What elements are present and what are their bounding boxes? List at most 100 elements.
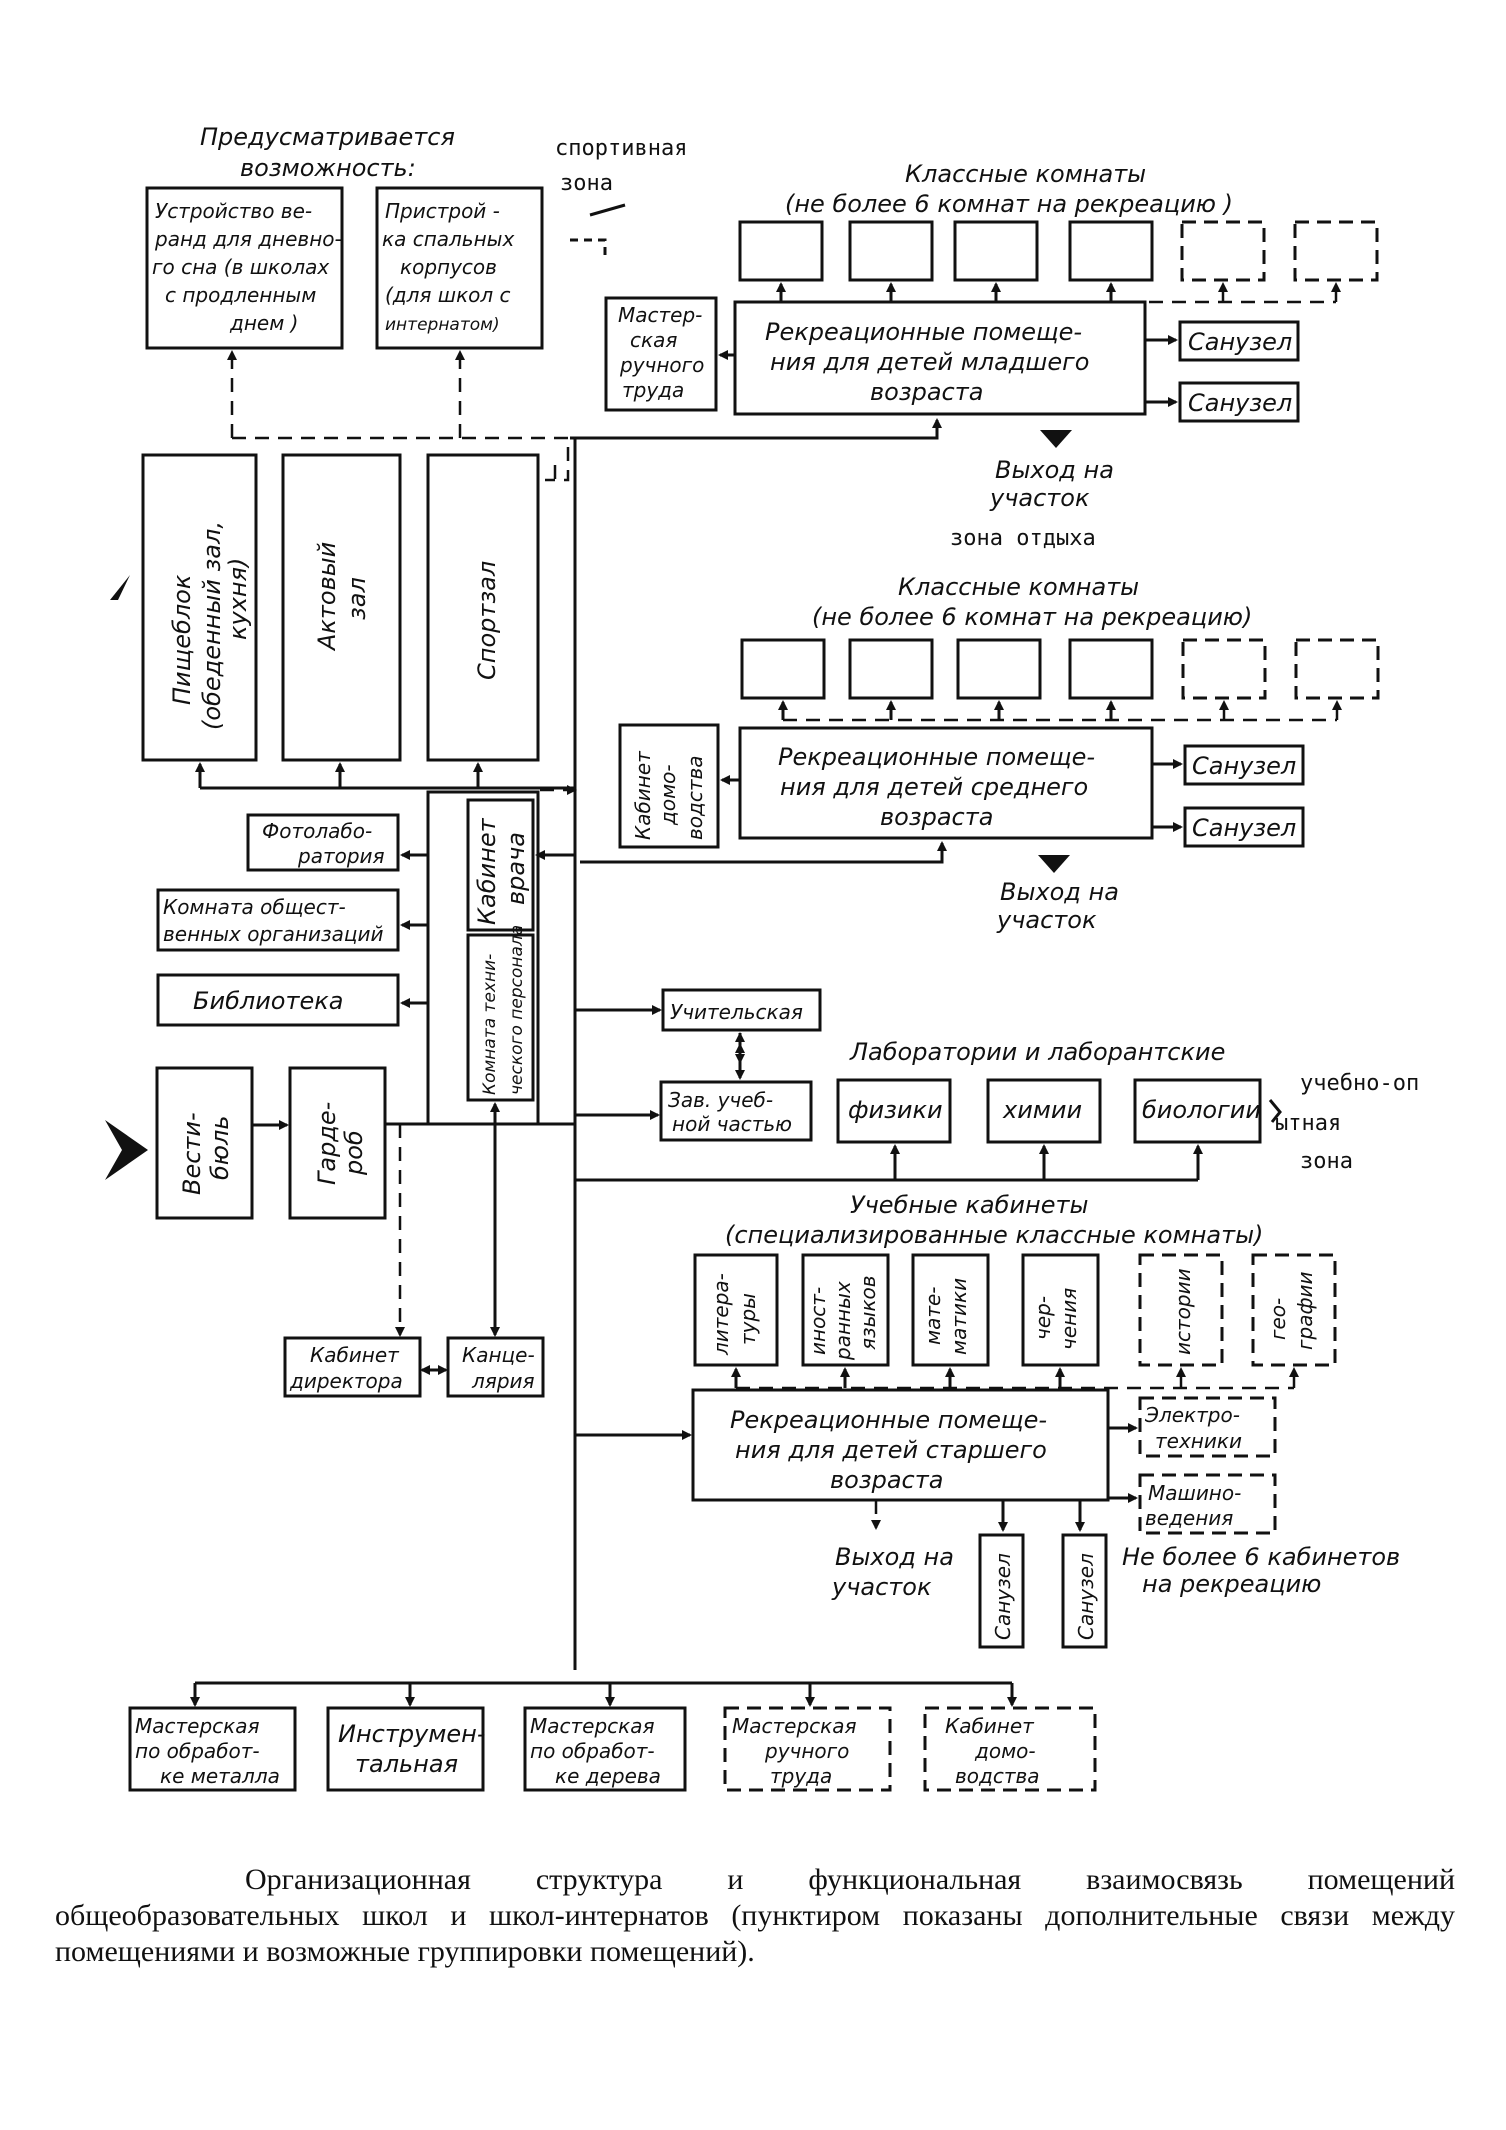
svg-text:биологии: биологии xyxy=(1142,1096,1261,1124)
svg-text:матики: матики xyxy=(947,1278,971,1355)
svg-text:Мастерская: Мастерская xyxy=(135,1714,260,1738)
svg-text:возраста: возраста xyxy=(880,803,993,831)
senior-exit-label-2: участок xyxy=(831,1573,932,1601)
gym-box: Спортзал xyxy=(426,453,540,762)
svg-text:ранд для дневно-: ранд для дневно- xyxy=(154,227,342,251)
svg-text:Мастерская: Мастерская xyxy=(530,1714,655,1738)
middle-classrooms-title: Классные комнаты xyxy=(898,573,1139,601)
canteen-box: Пищеблок (обеденный зал, кухня) xyxy=(141,453,258,762)
svg-text:директора: директора xyxy=(289,1369,403,1393)
svg-text:лярия: лярия xyxy=(471,1369,535,1393)
svg-text:Мастер-: Мастер- xyxy=(618,303,702,327)
metal-workshop-box: Мастерская по обработ- ке металла xyxy=(128,1706,297,1792)
senior-limit-note: Не более 6 кабинетов xyxy=(1122,1543,1400,1571)
sport-zone-label: спортивная xyxy=(555,136,687,161)
svg-text:Кабинет: Кабинет xyxy=(310,1343,400,1367)
junior-exit-label-2: участок xyxy=(989,484,1090,512)
middle-classrooms-subtitle: (не более 6 комнат на рекреацию) xyxy=(812,603,1252,631)
experimental-zone-icon xyxy=(1268,1099,1282,1123)
svg-text:водства: водства xyxy=(955,1764,1040,1788)
middle-exit-arrow-icon xyxy=(1038,855,1070,873)
svg-text:Пристрой -: Пристрой - xyxy=(385,199,500,223)
svg-text:ручного: ручного xyxy=(619,353,704,377)
physics-lab-box: физики xyxy=(836,1078,952,1144)
svg-text:Кабинет: Кабинет xyxy=(945,1714,1035,1738)
middle-classroom-4 xyxy=(1068,638,1154,700)
senior-exit-label: Выход на xyxy=(835,1543,954,1571)
tool-room-box: Инструмен- тальная xyxy=(326,1706,485,1792)
svg-text:чения: чения xyxy=(1057,1288,1081,1350)
svg-text:кухня): кухня) xyxy=(224,558,252,640)
svg-text:роб: роб xyxy=(340,1130,368,1176)
figure-caption: Организационная структура и функциональн… xyxy=(55,1862,1455,1970)
senior-limit-note-2: на рекреацию xyxy=(1142,1570,1321,1598)
svg-text:по обработ-: по обработ- xyxy=(135,1739,260,1763)
literature-cabinet: литера- туры xyxy=(693,1253,779,1367)
svg-text:Инструмен-: Инструмен- xyxy=(338,1720,485,1748)
svg-text:ке дерева: ке дерева xyxy=(555,1764,661,1788)
svg-text:языков: языков xyxy=(856,1275,880,1350)
junior-wc-1: Санузел xyxy=(1178,320,1300,362)
svg-text:Библиотека: Библиотека xyxy=(193,987,343,1015)
svg-text:ка спальных: ка спальных xyxy=(382,227,514,251)
svg-text:графии: графии xyxy=(1293,1271,1317,1350)
senior-wc-1: Санузел xyxy=(978,1533,1025,1649)
machine-science-box: Машино- ведения xyxy=(1138,1473,1277,1535)
svg-text:ческого персонала: ческого персонала xyxy=(507,925,527,1095)
wardrobe-box: Гарде- роб xyxy=(288,1066,387,1220)
svg-text:Санузел: Санузел xyxy=(991,1553,1015,1640)
svg-text:корпусов: корпусов xyxy=(400,255,497,279)
middle-wc-1: Санузел xyxy=(1183,744,1305,786)
svg-text:труда: труда xyxy=(770,1764,832,1788)
svg-text:интернатом): интернатом) xyxy=(385,315,500,335)
svg-text:ведения: ведения xyxy=(1145,1506,1233,1530)
svg-text:тальная: тальная xyxy=(355,1750,458,1778)
svg-text:ния для детей младшего: ния для детей младшего xyxy=(770,348,1089,376)
svg-text:Рекреационные помеще-: Рекреационные помеще- xyxy=(730,1406,1047,1434)
svg-text:ния для детей старшего: ния для детей старшего xyxy=(735,1436,1047,1464)
svg-text:(для школ с: (для школ с xyxy=(385,283,511,307)
junior-classroom-4 xyxy=(1068,220,1154,282)
svg-text:Санузел: Санузел xyxy=(1192,752,1296,780)
middle-wc-2: Санузел xyxy=(1183,806,1305,848)
geography-cabinet: гео- графии xyxy=(1251,1253,1337,1367)
junior-classrooms-subtitle: (не более 6 комнат на рекреацию ) xyxy=(785,190,1233,218)
canteen-entry-icon xyxy=(110,575,130,600)
wood-workshop-box: Мастерская по обработ- ке дерева xyxy=(523,1706,687,1792)
teachers-room-box: Учительская xyxy=(661,988,822,1032)
main-entry-icon xyxy=(105,1120,148,1180)
sport-zone-arrow-icon xyxy=(589,203,626,217)
svg-text:Пищеблок: Пищеблок xyxy=(168,574,196,705)
public-orgs-box: Комната общест- венных организаций xyxy=(156,888,400,952)
svg-text:врача: врача xyxy=(502,832,530,905)
home-economics-box: Кабинет домо- водства xyxy=(923,1706,1097,1792)
junior-classroom-2 xyxy=(848,220,934,282)
svg-text:по обработ-: по обработ- xyxy=(530,1739,655,1763)
svg-text:труда: труда xyxy=(622,378,684,402)
office-box: Канце- лярия xyxy=(446,1336,545,1398)
experimental-zone-label-2: ытная xyxy=(1275,1111,1341,1136)
svg-text:Санузел: Санузел xyxy=(1074,1553,1098,1640)
possibility-title: Предусматривается xyxy=(200,123,455,151)
senior-wc-2: Санузел xyxy=(1061,1533,1108,1649)
chemistry-lab-box: химии xyxy=(986,1078,1102,1144)
senior-recreation-box: Рекреационные помеще- ния для детей стар… xyxy=(691,1388,1110,1502)
junior-classroom-1 xyxy=(738,220,824,282)
head-teacher-box: Зав. учеб- ной частью xyxy=(659,1080,813,1142)
svg-text:Санузел: Санузел xyxy=(1188,328,1292,356)
junior-classroom-5 xyxy=(1180,220,1266,282)
svg-text:Вести-: Вести- xyxy=(178,1112,206,1195)
vestibule-box: Вести- бюль xyxy=(155,1066,254,1220)
svg-text:водства: водства xyxy=(683,755,707,840)
svg-text:днем ): днем ) xyxy=(229,311,298,335)
drawing-cabinet: чер- чения xyxy=(1021,1253,1100,1367)
svg-text:с продленным: с продленным xyxy=(165,283,316,307)
svg-text:Комната техни-: Комната техни- xyxy=(480,954,500,1095)
middle-exit-label: Выход на xyxy=(1000,878,1119,906)
junior-classrooms-title: Классные комнаты xyxy=(905,160,1146,188)
photolab-box: Фотолабо- ратория xyxy=(246,813,400,872)
junior-exit-arrow-icon xyxy=(1040,430,1072,448)
svg-text:Санузел: Санузел xyxy=(1188,389,1292,417)
svg-text:Зав. учеб-: Зав. учеб- xyxy=(668,1088,773,1112)
